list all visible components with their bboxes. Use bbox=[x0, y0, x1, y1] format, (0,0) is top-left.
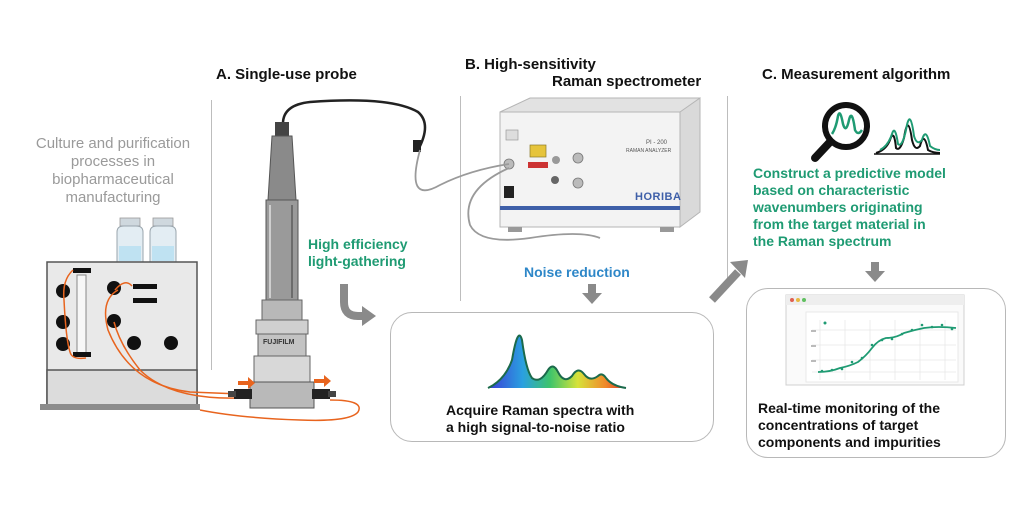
culture-line: manufacturing bbox=[65, 189, 161, 206]
monitor-line: Real-time monitoring of the bbox=[758, 400, 940, 416]
bottle-icon bbox=[116, 217, 144, 263]
model-line: wavenumbers originating bbox=[753, 199, 923, 215]
noise-reduction-label: Noise reduction bbox=[524, 264, 630, 280]
bottle-icon bbox=[149, 217, 177, 263]
culture-line: biopharmaceutical bbox=[52, 171, 174, 188]
light-gathering-line2: light-gathering bbox=[308, 253, 406, 269]
culture-line: Culture and purification bbox=[35, 135, 191, 152]
spectrometer-model-sub: RAMAN ANALYZER bbox=[626, 148, 672, 154]
section-c-title: C. Measurement algorithm bbox=[762, 66, 951, 83]
light-gathering-line1: High efficiency bbox=[308, 236, 408, 252]
acquire-spectra-text: Acquire Raman spectra with a high signal… bbox=[446, 402, 634, 436]
monitor-line: concentrations of target bbox=[758, 417, 919, 433]
light-gathering-label: High efficiency light-gathering bbox=[308, 236, 408, 270]
acquire-line2: a high signal-to-noise ratio bbox=[446, 419, 625, 435]
divider-right bbox=[727, 96, 728, 280]
divider-left bbox=[211, 100, 212, 370]
monitor-line: components and impurities bbox=[758, 434, 941, 450]
monitoring-text: Real-time monitoring of the concentratio… bbox=[758, 400, 941, 451]
model-line: based on characteristic bbox=[753, 182, 910, 198]
spectrometer-model: PI - 200 bbox=[646, 140, 668, 146]
culture-line: processes in bbox=[70, 153, 156, 170]
divider-middle bbox=[460, 96, 461, 301]
section-b-title-line2: Raman spectrometer bbox=[552, 73, 702, 90]
culture-description: Culture and purification processes in bi… bbox=[18, 135, 208, 207]
probe-brand-label: FUJIFILM bbox=[263, 339, 295, 346]
model-line: from the target material in bbox=[753, 216, 926, 232]
model-line: Construct a predictive model bbox=[753, 165, 946, 181]
acquire-line1: Acquire Raman spectra with bbox=[446, 402, 635, 418]
section-a-title: A. Single-use probe bbox=[216, 66, 357, 83]
predictive-model-text: Construct a predictive model based on ch… bbox=[753, 165, 946, 250]
spectrometer-brand: HORIBA bbox=[635, 191, 682, 203]
section-b-title-line1: B. High-sensitivity bbox=[465, 56, 596, 73]
model-line: the Raman spectrum bbox=[753, 233, 892, 249]
